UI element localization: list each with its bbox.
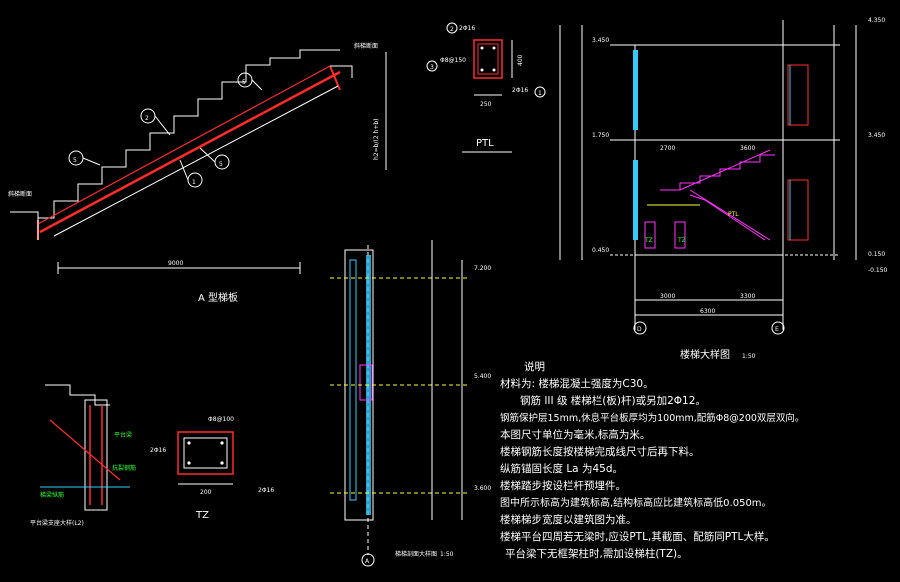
axis-e: E <box>775 326 779 333</box>
svg-text:3600: 3600 <box>740 145 755 152</box>
section-scale: 1:50 <box>440 551 454 558</box>
ptl-width: 250 <box>480 101 492 108</box>
plan-title: 楼梯大样图 <box>680 348 730 361</box>
ptl-top-bar: 2Φ16 <box>459 25 475 32</box>
svg-text:TZ: TZ <box>644 237 653 244</box>
tz-title: TZ <box>195 510 209 521</box>
svg-text:5: 5 <box>73 157 77 164</box>
support-title: 平台梁支座大样(L2) <box>30 519 84 527</box>
note-line-1: 材料为: 楼梯混凝土强度为C30。 <box>500 377 654 390</box>
note-line-2: 钢筋 III 级 楼梯栏(板)杆)或另加2Φ12。 <box>520 394 706 407</box>
note-line-3: 钢筋保护层15mm,休息平台板厚均为100mm,配筋Φ8@200双层双向。 <box>500 412 804 424</box>
bubble-5a: 5 <box>237 72 263 91</box>
svg-text:TZ: TZ <box>677 237 686 244</box>
note-line-8: 图中所示标高为建筑标高,结构标高应比建筑标高低0.050m。 <box>500 496 772 509</box>
bubble-2: 2 <box>140 108 171 136</box>
svg-text:1: 1 <box>538 90 542 97</box>
stair-plan-view: TZ TZ PTL 4.350 3.450 0.150 -0.150 3.450… <box>559 17 888 361</box>
bubble-1: 1 <box>179 159 203 188</box>
notes-title: 说明 <box>524 360 545 373</box>
svg-text:0.450: 0.450 <box>592 247 609 254</box>
bubble-5b: 5 <box>68 150 101 166</box>
section-label-top: 斜梯断面 <box>354 42 378 50</box>
tz-bar-right: 2Φ16 <box>258 487 274 494</box>
svg-text:7.200: 7.200 <box>474 265 491 272</box>
svg-text:1.750: 1.750 <box>592 132 609 139</box>
svg-text:平台梁: 平台梁 <box>114 431 132 439</box>
svg-text:1: 1 <box>192 179 196 186</box>
note-line-9: 楼梯梯步宽度以建筑图为准。 <box>500 513 637 526</box>
svg-text:3.600: 3.600 <box>474 485 491 492</box>
note-line-11: 平台梁下无框架柱时,需加设梯柱(TZ)。 <box>505 547 688 560</box>
section-title: 梯梯剖面大样图 <box>395 550 437 558</box>
note-line-5: 楼梯钢筋长度按楼梯完成线尺寸后再下料。 <box>500 445 700 458</box>
svg-text:6300: 6300 <box>700 308 715 315</box>
svg-text:5: 5 <box>219 161 223 168</box>
svg-text:2: 2 <box>145 115 149 122</box>
svg-text:5: 5 <box>242 79 246 86</box>
svg-text:0.150: 0.150 <box>868 251 885 258</box>
note-line-7: 楼梯踏步按设栏杆预埋件。 <box>500 479 626 492</box>
ptl-height: 400 <box>517 54 524 66</box>
plan-scale: 1:50 <box>742 353 756 360</box>
tz-bar-left: 2Φ16 <box>150 447 166 454</box>
note-line-4: 本图尺寸单位为毫米,标高为米。 <box>500 428 650 441</box>
tz-width: 200 <box>200 489 212 496</box>
stair-a-title: A 型梯板 <box>198 291 238 304</box>
section-label-bottom: 斜梯断面 <box>8 190 32 198</box>
stair-section-view: 7.200 5.400 3.600 A 梯梯剖面大样图 1:50 <box>330 240 491 567</box>
stair-a-elevation: 斜梯断面 斜梯断面 5 2 5 5 1 h2=b/(2 <box>8 42 387 304</box>
svg-text:3000: 3000 <box>660 293 675 300</box>
note-line-10: 楼梯平台四周若无梁时,应设PTL,其截面、配筋同PTL大样。 <box>500 530 775 543</box>
support-detail: 平台梁 抗裂钢筋 梯梁纵筋 平台梁支座大样(L2) <box>30 384 136 527</box>
ptl-title: PTL <box>476 138 494 149</box>
note-line-6: 纵筋锚固长度 La 为45d。 <box>500 462 623 475</box>
svg-text:5.400: 5.400 <box>474 373 491 380</box>
span-dimension: 9000 <box>168 260 183 267</box>
bubble-5c: 5 <box>199 147 230 170</box>
tz-stirrup: Φ8@100 <box>208 416 234 423</box>
ptl-section: 2 2Φ16 3 Φ8@150 2Φ16 1 400 250 PTL <box>426 22 546 153</box>
tz-section: Φ8@100 2Φ16 2Φ16 200 TZ <box>150 416 274 521</box>
svg-text:3300: 3300 <box>740 293 755 300</box>
axis-a: A <box>365 558 370 565</box>
svg-text:2700: 2700 <box>660 145 675 152</box>
svg-text:3.450: 3.450 <box>592 37 609 44</box>
svg-text:-0.150: -0.150 <box>868 267 888 274</box>
svg-text:3: 3 <box>430 64 434 71</box>
svg-text:3.450: 3.450 <box>868 132 885 139</box>
ptl-bottom-bar: 2Φ16 <box>512 87 528 94</box>
svg-text:2: 2 <box>450 26 454 33</box>
slab-formula: h2=b/(2 h+b) <box>373 118 380 160</box>
svg-text:4.350: 4.350 <box>868 17 885 24</box>
svg-text:PTL: PTL <box>728 211 739 218</box>
svg-text:抗裂钢筋: 抗裂钢筋 <box>112 464 136 472</box>
notes-block: 说明 材料为: 楼梯混凝土强度为C30。 钢筋 III 级 楼梯栏(板)杆)或另… <box>500 360 804 560</box>
svg-text:梯梁纵筋: 梯梁纵筋 <box>40 491 64 499</box>
axis-d: D <box>637 326 642 333</box>
ptl-stirrup: Φ8@150 <box>440 57 466 64</box>
